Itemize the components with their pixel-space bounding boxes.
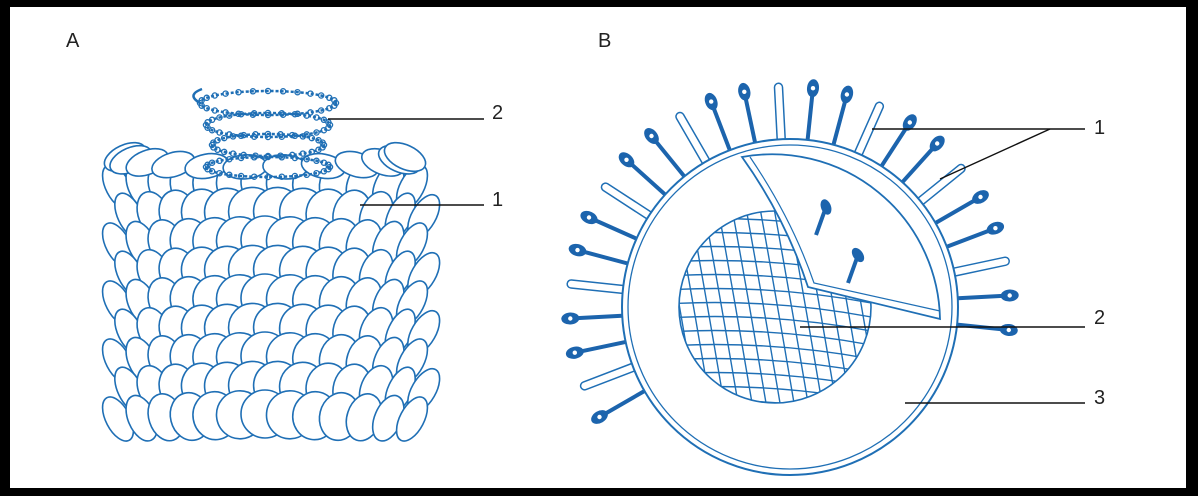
filled-spike-eye <box>978 195 982 199</box>
filled-spike-eye <box>568 316 572 320</box>
filled-spike-eye <box>811 86 815 90</box>
filled-spike-eye <box>1007 328 1011 332</box>
mesh-line <box>548 197 588 427</box>
open-spike <box>567 280 623 293</box>
filled-spike-eye <box>624 158 628 162</box>
filled-spike-eye <box>1008 293 1012 297</box>
filled-spike-eye <box>709 99 713 103</box>
panel-a-label-2: 2 <box>492 102 503 125</box>
panel-a-illustration <box>96 88 446 445</box>
open-spike <box>601 183 651 219</box>
figure-svg <box>10 7 1186 488</box>
mesh-line <box>650 51 910 74</box>
panel-letter-a: A <box>66 30 79 53</box>
open-spike <box>954 257 1010 276</box>
panel-b-label-2: 2 <box>1094 307 1105 330</box>
mesh-line <box>650 37 910 60</box>
mesh-line <box>492 197 532 427</box>
filled-spike-eye <box>908 120 912 124</box>
filled-spike-eye <box>649 134 653 138</box>
helix-turn <box>200 91 336 115</box>
open-spike <box>676 112 710 163</box>
figure-frame: A B 2 1 1 2 3 <box>10 7 1186 488</box>
mesh-line <box>464 197 504 427</box>
filled-spike-eye <box>845 92 849 96</box>
filled-spike-eye <box>993 226 997 230</box>
open-spike <box>581 364 635 390</box>
mesh-line <box>650 23 910 46</box>
filled-spike-eye <box>575 248 579 252</box>
panel-a-label-1: 1 <box>492 189 503 212</box>
mesh-line <box>520 197 560 427</box>
filled-spike-eye <box>935 141 939 145</box>
helix-turn <box>212 134 324 156</box>
leader-b-1b <box>940 129 1050 179</box>
panel-b-label-1: 1 <box>1094 117 1105 140</box>
panel-b-label-3: 3 <box>1094 387 1105 410</box>
filled-spike-eye <box>597 415 601 419</box>
filled-spike-eye <box>573 351 577 355</box>
mesh-line <box>478 197 518 427</box>
mesh-line <box>650 9 910 32</box>
mesh-line <box>562 197 602 427</box>
open-spike <box>774 83 785 139</box>
mesh-line <box>534 197 574 427</box>
filled-spike-eye <box>587 215 591 219</box>
panel-b-illustration <box>464 9 1019 476</box>
panel-letter-b: B <box>598 30 611 53</box>
filled-spike-eye <box>742 90 746 94</box>
mesh-line <box>576 197 616 427</box>
mesh-line <box>506 197 546 427</box>
